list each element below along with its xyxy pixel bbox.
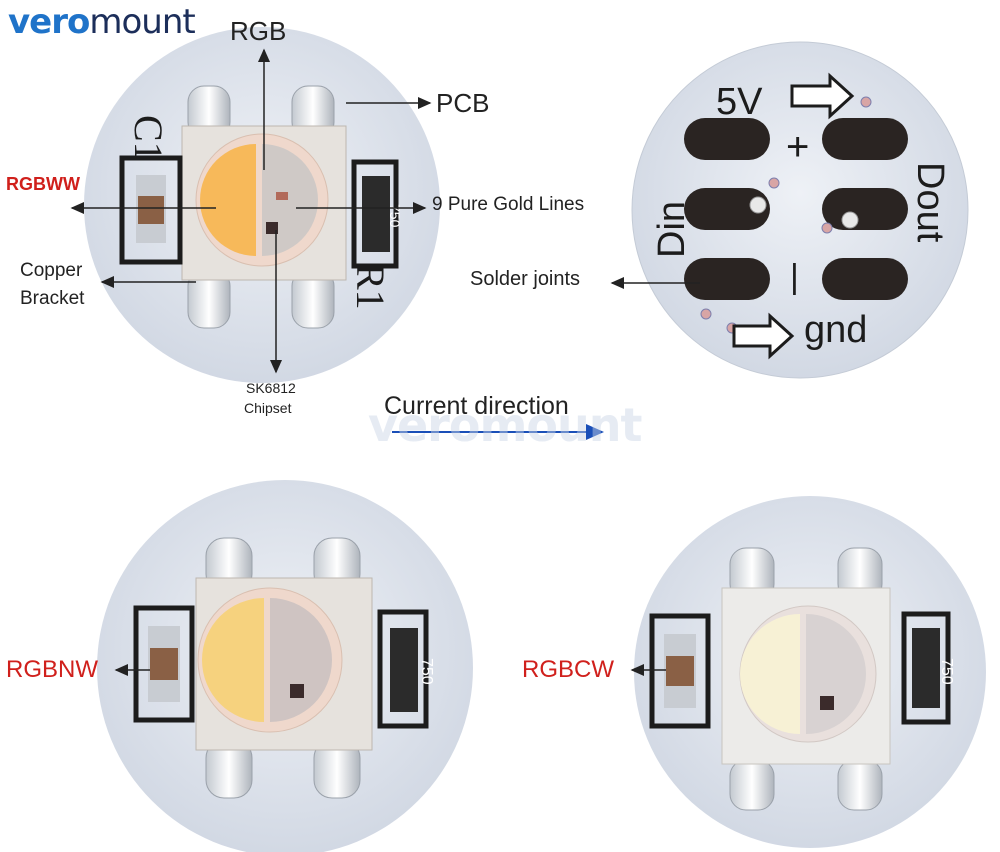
minus-sign: |	[790, 258, 799, 296]
brand-logo-part2: mount	[89, 2, 195, 42]
brand-logo-part1: vero	[8, 2, 90, 42]
resistor-code: 750	[387, 204, 403, 228]
pcb-label: PCB	[436, 88, 490, 118]
rgb-label: RGB	[230, 16, 287, 46]
5v-label: 5V	[716, 81, 763, 123]
rgbww-label: RGBWW	[6, 174, 80, 194]
dout-label: Dout	[909, 162, 951, 243]
c1-silkscreen: C1	[126, 115, 171, 162]
annotation-arrows-top-left	[70, 48, 432, 374]
rgbcw-label: RGBCW	[522, 656, 614, 683]
watermark: veromount	[368, 398, 642, 452]
gold-lines-label: 9 Pure Gold Lines	[432, 194, 585, 215]
resistor-code-bl: 750	[418, 658, 435, 685]
solder-joints-label: Solder joints	[470, 268, 581, 290]
pcb-board-rgbcw: 750	[634, 496, 986, 848]
current-direction-label: Current direction	[384, 392, 569, 420]
r1-silkscreen: R1	[348, 263, 393, 310]
pcb-board-top-left: C1 750 R1	[84, 27, 440, 383]
copper-bracket-label-1: Copper	[20, 260, 83, 281]
pcb-board-back: 5V + | gnd Din Dout	[631, 41, 969, 379]
brand-logo: veromount	[8, 2, 196, 42]
gnd-label: gnd	[804, 309, 867, 351]
plus-sign: +	[786, 125, 809, 169]
copper-bracket-label-2: Bracket	[20, 288, 85, 309]
pcb-board-rgbnw: 750	[97, 480, 473, 852]
chipset-label-1: SK6812	[246, 380, 296, 396]
resistor-code-br: 750	[938, 658, 955, 685]
rgbnw-label: RGBNW	[6, 656, 98, 683]
din-label: Din	[651, 201, 693, 258]
chipset-label-2: Chipset	[244, 400, 292, 416]
